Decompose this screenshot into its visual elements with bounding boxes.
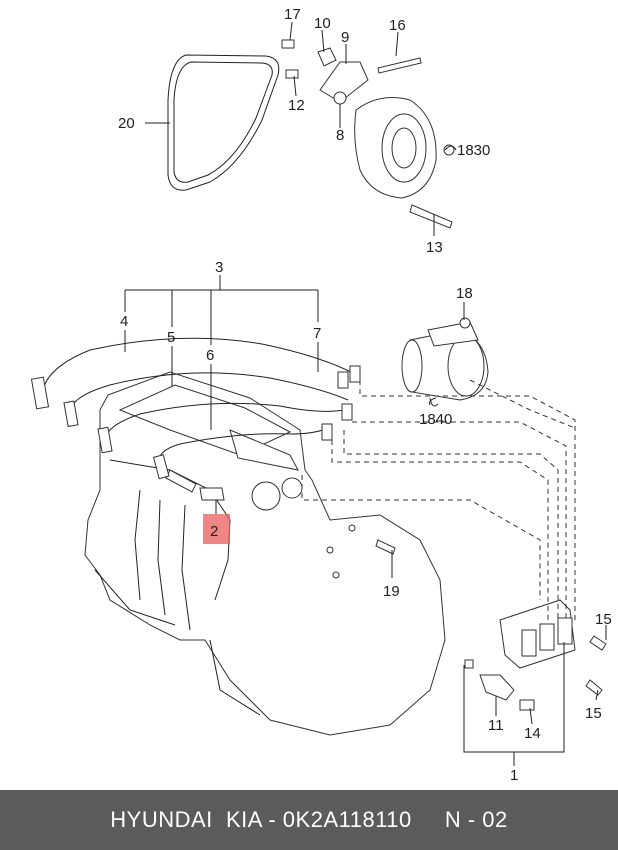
callout-7: 7 <box>313 325 321 342</box>
callout-8: 8 <box>336 127 344 144</box>
callout-9: 9 <box>341 29 349 46</box>
footer-text: HYUNDAI KIA - 0K2A118110 N - 02 <box>110 807 508 832</box>
callout-15-lower: 15 <box>585 705 602 722</box>
callout-labels: 17 10 9 16 12 8 20 1830 13 3 18 4 7 5 6 … <box>118 6 612 784</box>
callout-12: 12 <box>288 97 305 114</box>
parts-diagram: 17 10 9 16 12 8 20 1830 13 3 18 4 7 5 6 … <box>30 6 612 784</box>
callout-1: 1 <box>510 767 518 784</box>
callout-18: 18 <box>456 285 473 302</box>
callout-3: 3 <box>215 259 223 276</box>
callout-11: 11 <box>488 717 504 734</box>
drive-belt <box>167 54 280 191</box>
callout-15-upper: 15 <box>595 611 612 628</box>
callout-4: 4 <box>120 313 128 330</box>
callout-2: 2 <box>210 523 218 540</box>
leader-lines <box>124 21 607 766</box>
engine-block <box>84 371 446 736</box>
alternator <box>281 39 455 229</box>
spark-plug-cables <box>30 337 361 480</box>
highlight-box-part-2 <box>203 514 230 544</box>
callout-14: 14 <box>524 725 541 742</box>
callout-5: 5 <box>167 329 175 346</box>
ignition-coil <box>464 599 607 711</box>
callout-6: 6 <box>206 347 214 364</box>
callout-17: 17 <box>284 6 301 23</box>
callout-10: 10 <box>314 15 331 32</box>
connection-lines <box>301 379 576 622</box>
callout-20: 20 <box>118 115 135 132</box>
callout-19: 19 <box>383 583 400 600</box>
part-number-footer: HYUNDAI KIA - 0K2A118110 N - 02 <box>0 790 618 850</box>
callout-ref-1830: 1830 <box>457 142 490 159</box>
starter-motor <box>401 317 489 407</box>
callout-13: 13 <box>426 239 443 256</box>
callout-ref-1840: 1840 <box>419 411 452 428</box>
callout-16: 16 <box>389 17 406 34</box>
